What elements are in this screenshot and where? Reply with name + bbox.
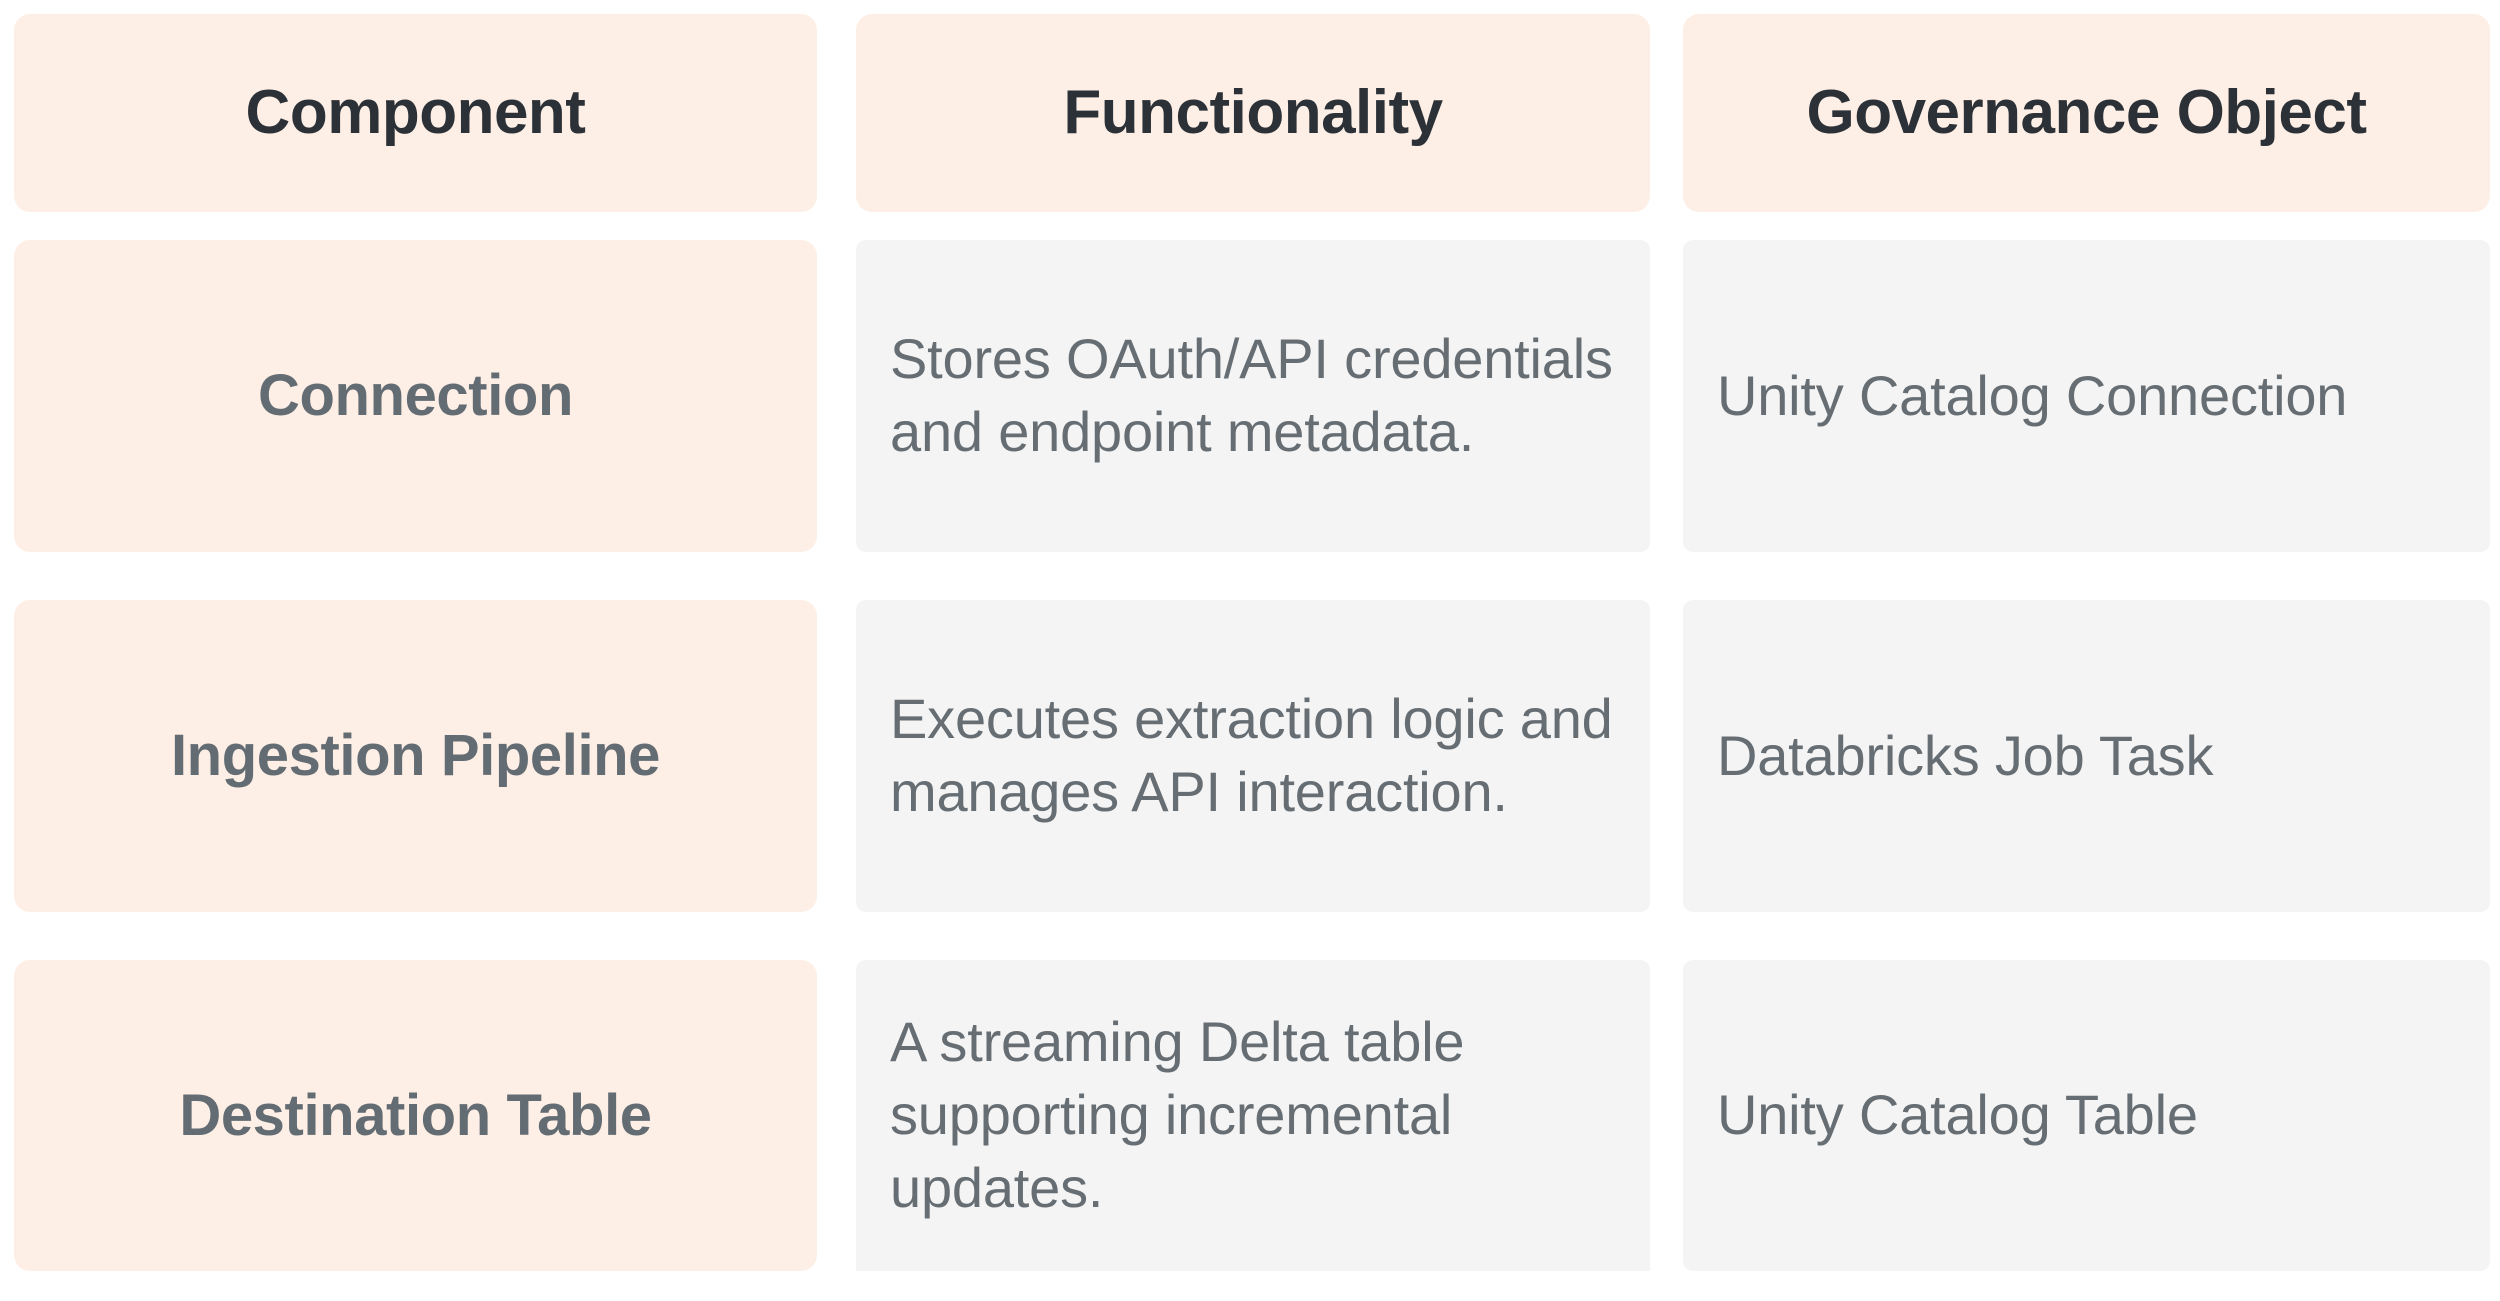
table-header-cell-component: Component (14, 14, 817, 212)
cell-governance-text: Databricks Job Task (1717, 723, 2214, 787)
cell-component-name: Ingestion Pipeline (170, 723, 661, 789)
table-row: Connection (14, 240, 817, 552)
column-header-label: Functionality (1063, 78, 1443, 148)
cell-governance-object: Unity Catalog Table (1683, 960, 2490, 1271)
cell-component-name: Destination Table (179, 1082, 652, 1148)
cell-governance-text: Unity Catalog Table (1717, 1083, 2198, 1147)
table-header-cell-functionality: Functionality (856, 14, 1650, 212)
column-header-label: Governance Object (1806, 78, 2367, 148)
cell-governance-text: Unity Catalog Connection (1717, 363, 2348, 427)
table-row: Destination Table (14, 960, 817, 1271)
cell-governance-object: Databricks Job Task (1683, 600, 2490, 912)
cell-functionality: Executes extraction logic and manages AP… (856, 600, 1650, 912)
table-header-cell-governance: Governance Object (1683, 14, 2490, 212)
column-header-label: Component (245, 78, 586, 148)
cell-functionality-text: A streaming Delta table supporting incre… (890, 1010, 1465, 1219)
table-row: Ingestion Pipeline (14, 600, 817, 912)
cell-functionality-text: Executes extraction logic and manages AP… (890, 687, 1613, 823)
cell-governance-object: Unity Catalog Connection (1683, 240, 2490, 552)
cell-functionality: Stores OAuth/API credentials and endpoin… (856, 240, 1650, 552)
cell-component-name: Connection (258, 363, 573, 429)
cell-functionality-text: Stores OAuth/API credentials and endpoin… (890, 327, 1613, 463)
cell-functionality: A streaming Delta table supporting incre… (856, 960, 1650, 1271)
